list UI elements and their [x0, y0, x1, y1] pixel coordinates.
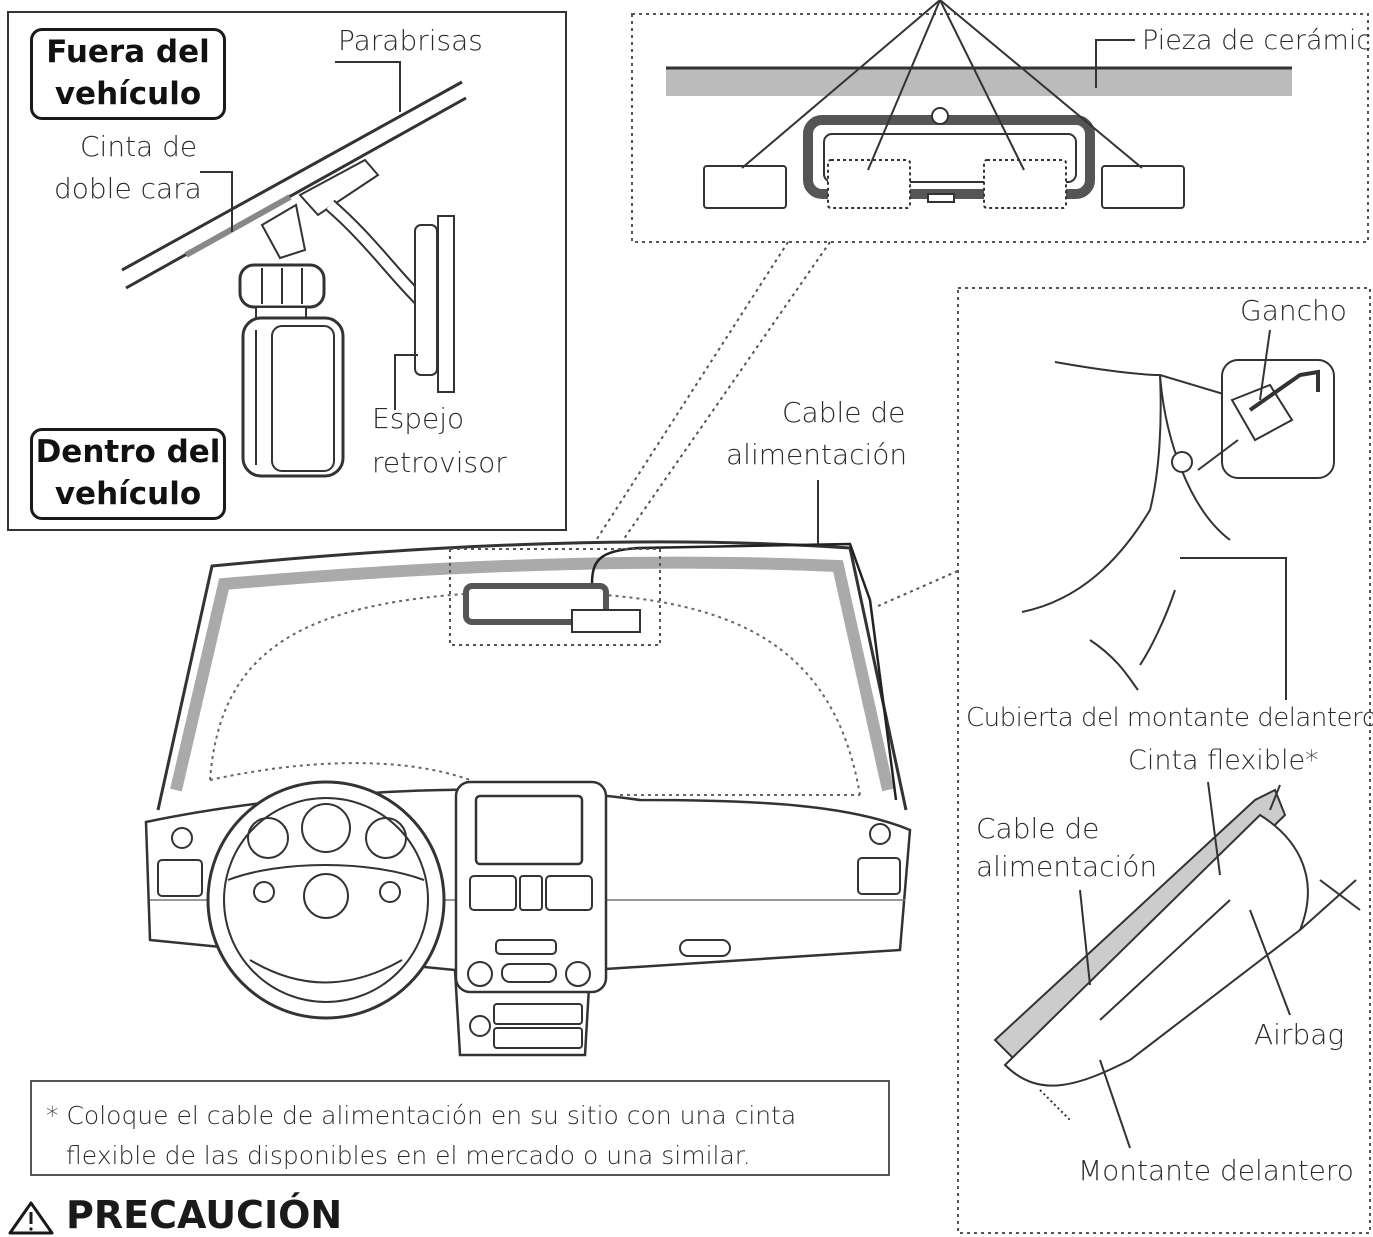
hook-label: Gancho	[1240, 294, 1347, 327]
ceramic-inset	[631, 0, 1369, 243]
dashboard-illustration	[144, 480, 912, 1057]
inside-line2: vehículo	[54, 476, 202, 512]
windshield-label: Parabrisas	[338, 24, 483, 57]
tape-label-line2: doble cara	[54, 172, 202, 205]
warning-triangle-icon	[8, 1201, 54, 1235]
power-cable2-label-line1: Cable de	[976, 812, 1100, 845]
caution-heading: PRECAUCIÓN	[66, 1196, 342, 1234]
camera-mount-inset	[7, 11, 567, 531]
mirror-label-line2: retrovisor	[372, 446, 507, 479]
footnote-line2: flexible de las disponibles en el mercad…	[66, 1141, 751, 1170]
pillar-inset	[957, 287, 1371, 1234]
power-cable2-label-line2: alimentación	[976, 850, 1158, 883]
outside-line1: Fuera del	[46, 34, 210, 70]
footnote-box: * Coloque el cable de alimentación en su…	[30, 1080, 890, 1176]
footnote-line1: * Coloque el cable de alimentación en su…	[46, 1101, 797, 1130]
outside-line2: vehículo	[54, 76, 202, 112]
outside-vehicle-badge: Fuera del vehículo	[30, 28, 226, 120]
inside-line1: Dentro del	[35, 434, 221, 470]
flex-tape-label: Cinta flexible*	[1128, 745, 1319, 776]
airbag-label: Airbag	[1254, 1018, 1345, 1051]
power-cable-label-line2: alimentación	[726, 438, 908, 471]
inside-vehicle-badge: Dentro del vehículo	[30, 428, 226, 520]
mirror-label-line1: Espejo	[372, 402, 465, 435]
caution-title: PRECAUCIÓN	[66, 1193, 343, 1237]
pillar-cover-label: Cubierta del montante delantero	[966, 703, 1373, 733]
tape-label-line1: Cinta de	[80, 130, 198, 163]
front-pillar-label: Montante delantero	[1078, 1154, 1354, 1187]
ceramic-label: Pieza de cerámica	[1142, 25, 1373, 56]
power-cable-label-line1: Cable de	[782, 396, 906, 429]
